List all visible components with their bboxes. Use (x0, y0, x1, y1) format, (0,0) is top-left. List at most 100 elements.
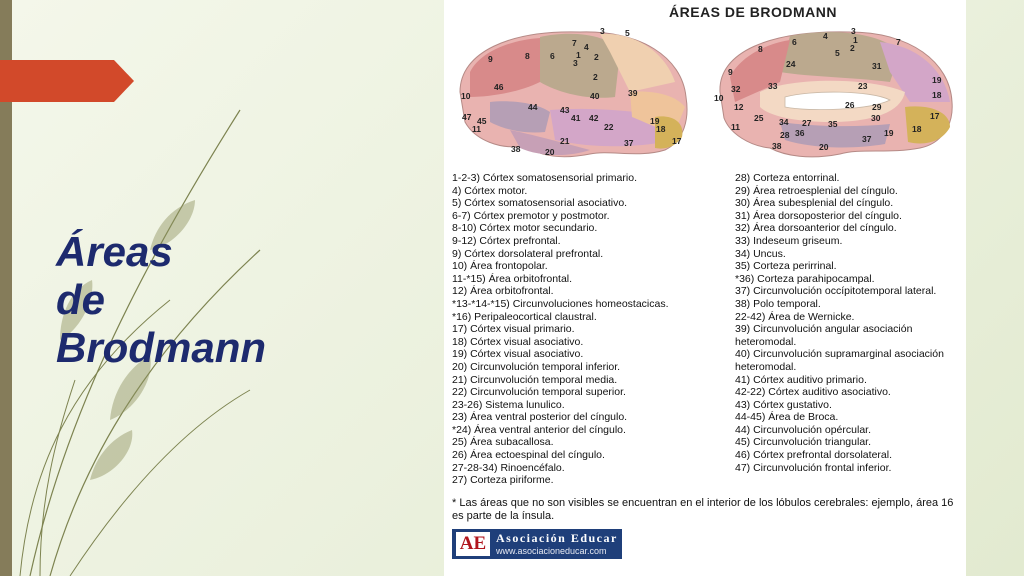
medial-label: 37 (862, 134, 872, 144)
medial-label: 19 (884, 128, 894, 138)
legend-item: 22) Circunvolución temporal superior. (452, 386, 626, 399)
legend-item: 4) Córtex motor. (452, 184, 528, 197)
lateral-brain-diagram (459, 31, 688, 158)
legend-item: 44-45) Área de Broca. (735, 411, 839, 424)
legend-item: 28) Corteza entorrinal. (735, 172, 840, 184)
lateral-label: 39 (628, 88, 638, 98)
ae-logo-icon: AE (456, 532, 490, 556)
medial-label: 33 (768, 81, 778, 91)
medial-brain-diagram (719, 31, 953, 158)
legend-item: 27) Corteza piriforme. (452, 474, 554, 487)
medial-label: 17 (930, 111, 940, 121)
legend-item: 43) Córtex gustativo. (735, 398, 832, 411)
legend-item: *16) Peripaleocortical claustral. (452, 310, 597, 323)
legend-item: 18) Córtex visual asociativo. (452, 335, 584, 348)
medial-label: 29 (872, 102, 882, 112)
legend-item: 44) Circunvolución opércular. (735, 423, 871, 436)
title-line-2: de (56, 276, 106, 323)
lateral-label: 8 (525, 51, 530, 61)
lateral-label: 38 (511, 144, 521, 154)
medial-label: 7 (896, 37, 901, 47)
legend-item: 8-10) Córtex motor secundario. (452, 222, 598, 235)
lateral-label: 42 (589, 113, 599, 123)
legend-item: 29) Área retroesplenial del cíngulo. (735, 184, 898, 197)
lateral-label: 3 (600, 26, 605, 36)
legend-item: 35) Corteza perirrinal. (735, 260, 837, 273)
legend-item: 11-*15) Área orbitofrontal. (452, 272, 573, 285)
legend-item: 9) Córtex dorsolateral prefrontal. (452, 247, 604, 260)
medial-label: 24 (786, 59, 796, 69)
medial-label: 35 (828, 119, 838, 129)
footnote: * Las áreas que no son visibles se encue… (452, 497, 954, 522)
lateral-label: 46 (494, 82, 504, 92)
legend-item: 40) Circunvolución supramarginal asociac… (735, 348, 944, 373)
medial-label: 26 (845, 100, 855, 110)
legend-item: 20) Circunvolución temporal inferior. (452, 360, 621, 373)
legend-item: 30) Área subesplenial del cíngulo. (735, 197, 894, 210)
legend-right-column: 28) Corteza entorrinal. 29) Área retroes… (735, 172, 963, 474)
legend-item: 10) Área frontopolar. (452, 260, 548, 273)
accent-arrow-tab (0, 60, 134, 102)
legend-item: 34) Uncus. (735, 247, 786, 260)
legend-item: 32) Área dorsoanterior del cíngulo. (735, 222, 897, 235)
lateral-label: 44 (528, 102, 538, 112)
legend-item: 21) Circunvolución temporal media. (452, 373, 618, 386)
lateral-label: 4 (584, 42, 589, 52)
legend-left-column: 1-2-3) Córtex somatosensorial primario. … (452, 172, 732, 487)
medial-label: 23 (858, 81, 868, 91)
legend-item: 5) Córtex somatosensorial asociativo. (452, 197, 628, 210)
lateral-label: 9 (488, 54, 493, 64)
medial-label: 8 (758, 44, 763, 54)
lateral-label: 40 (590, 91, 600, 101)
legend-item: 1-2-3) Córtex somatosensorial primario. (452, 172, 637, 184)
lateral-label: 21 (560, 136, 570, 146)
legend-item: 22-42) Área de Wernicke. (735, 310, 855, 323)
legend-item: 12) Área orbitofrontal. (452, 285, 554, 298)
legend-item: 37) Circunvolución occípitotemporal late… (735, 285, 937, 298)
medial-label: 31 (872, 61, 882, 71)
legend-item: 26) Área ectoespinal del cíngulo. (452, 449, 605, 462)
logo-name: Asociación Educar (496, 531, 618, 545)
title-line-3: Brodmann (56, 324, 266, 371)
lateral-label: 11 (472, 124, 481, 134)
medial-label: 36 (795, 128, 805, 138)
title-line-1: Áreas (56, 228, 173, 275)
lateral-label: 6 (550, 51, 555, 61)
legend-item: 47) Circunvolución frontal inferior. (735, 461, 892, 474)
brain-diagrams: 3 5 7 4 2 1 9 8 6 3 2 46 10 44 43 40 39 … (459, 26, 953, 158)
lateral-label: 10 (461, 91, 471, 101)
legend-item: *24) Área ventral anterior del cíngulo. (452, 423, 626, 436)
brodmann-figure-panel: ÁREAS DE BRODMANN 3 5 (444, 0, 966, 576)
lateral-label: 37 (624, 138, 634, 148)
legend-item: 31) Área dorsoposterior del cíngulo. (735, 209, 902, 222)
medial-label: 5 (835, 48, 840, 58)
medial-label: 9 (728, 67, 733, 77)
legend-item: 39) Circunvolución angular asociación he… (735, 323, 913, 348)
legend-item: *36) Corteza parahipocampal. (735, 272, 875, 285)
lateral-label: 3 (573, 58, 578, 68)
medial-label: 11 (731, 122, 740, 132)
lateral-label: 2 (593, 72, 598, 82)
legend-item: 25) Área subacallosa. (452, 436, 554, 449)
medial-label: 10 (714, 93, 724, 103)
medial-label: 28 (780, 130, 790, 140)
lateral-label: 7 (572, 38, 577, 48)
medial-label: 3 (851, 26, 856, 36)
lateral-label: 2 (594, 52, 599, 62)
asociacion-educar-logo: AE Asociación Educar www.asociacioneduca… (452, 529, 622, 559)
medial-label: 1 (853, 35, 858, 45)
legend-item: 33) Indeseum griseum. (735, 234, 843, 247)
medial-label: 25 (754, 113, 764, 123)
legend-item: 6-7) Córtex premotor y postmotor. (452, 209, 610, 222)
medial-label: 32 (731, 84, 741, 94)
lateral-label: 43 (560, 105, 570, 115)
legend-item: 23) Área ventral posterior del cíngulo. (452, 411, 628, 424)
legend-item: 41) Córtex auditivo primario. (735, 373, 867, 386)
medial-label: 38 (772, 141, 782, 151)
legend-item: 23-26) Sistema lunulico. (452, 398, 565, 411)
lateral-label: 22 (604, 122, 614, 132)
legend-item: 9-12) Córtex prefrontal. (452, 234, 561, 247)
medial-label: 6 (792, 37, 797, 47)
legend-item: 17) Córtex visual primario. (452, 323, 575, 336)
legend-item: *13-*14-*15) Circunvoluciones homeostaci… (452, 297, 669, 310)
